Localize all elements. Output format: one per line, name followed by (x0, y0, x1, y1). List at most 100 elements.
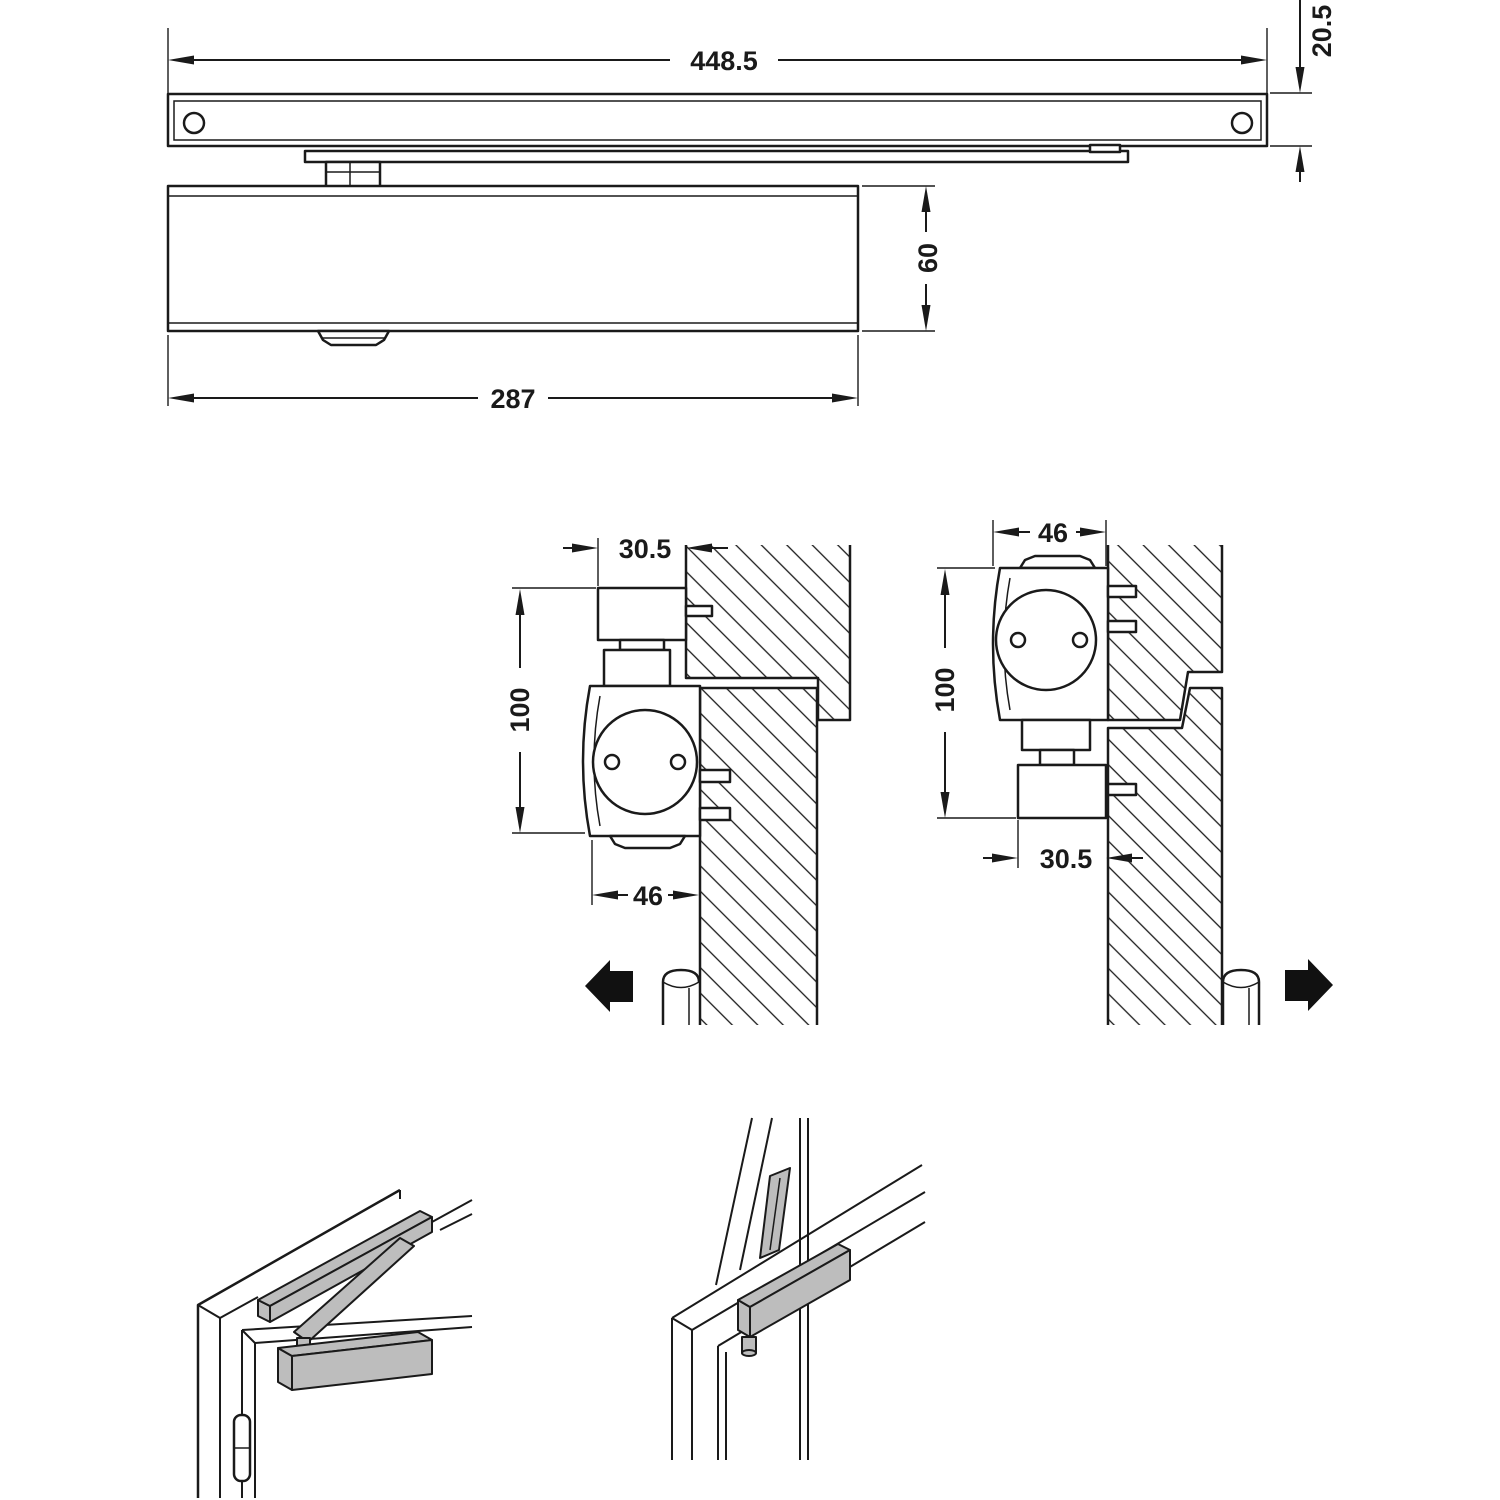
body-height-label: 60 (913, 243, 943, 273)
dimension-arrow-down (515, 807, 525, 833)
dimension-arrow-left (168, 55, 194, 65)
closer-valve-hole-left (603, 753, 621, 771)
overall-length-label: 448.5 (690, 46, 758, 76)
body-screw-lower (1106, 619, 1138, 634)
slide-arm-shoe (1088, 143, 1122, 154)
slide-rail-block (1016, 763, 1108, 820)
arm-shaft (1020, 718, 1092, 752)
closer-valve-hole-left (1009, 631, 1027, 649)
closer-top-pivot (1018, 554, 1097, 570)
frame-head-back-edge (431, 1199, 473, 1223)
arrow-right-icon (1285, 959, 1333, 1011)
frame-head-inner-edge (219, 1296, 259, 1319)
right-body-depth-label: 46 (1038, 518, 1068, 548)
closer-pivot-cap (741, 1349, 757, 1357)
hinge-outline (661, 968, 701, 1025)
dimension-arrow-right (673, 890, 699, 900)
frame-head-back-edge-2 (439, 1213, 473, 1231)
slide-rail (166, 92, 1269, 148)
slide-arm-body (303, 149, 1130, 164)
door-section-outline (1106, 686, 1224, 1025)
closer-valve-hole-right (1071, 631, 1089, 649)
section-right: 46 100 30.5 (930, 518, 1333, 1025)
frame-section-hatch (686, 545, 850, 720)
body-length-label: 287 (490, 384, 535, 414)
arrow-left-icon (585, 960, 633, 1012)
dimension-arrow-down (1295, 67, 1305, 93)
dimension-arrow-left (592, 890, 618, 900)
dimension-arrow-up (515, 589, 525, 615)
door-top-inner-edge (254, 1326, 473, 1344)
body-screw-upper (698, 768, 732, 784)
rail-screw (1106, 782, 1138, 797)
right-height-label: 100 (930, 667, 960, 712)
dimension-arrow-right (992, 853, 1018, 863)
closer-body-front-face (749, 1249, 851, 1338)
door-section-hatch (700, 688, 817, 1025)
dimension-arrow-right (1080, 527, 1106, 537)
section-left: 30.5 100 46 (505, 534, 852, 1025)
door-hinge-right (1221, 968, 1261, 1025)
iso-view-right (671, 1117, 926, 1460)
dimension-arrow-right (832, 393, 858, 403)
slide-arm (303, 143, 1130, 189)
arm-shaft-collar (1038, 748, 1076, 767)
dimension-arrow-left (993, 527, 1019, 537)
dimension-arrow-up (1295, 146, 1305, 172)
dimension-body-height: 60 (862, 185, 943, 332)
hinge-top-ellipse (1222, 981, 1260, 989)
slide-rail-front-face (269, 1216, 433, 1323)
door-section-hatch (1108, 688, 1222, 1025)
body-screw-upper (1106, 584, 1138, 599)
dimension-rail-height: 20.5 (1270, 0, 1337, 182)
left-height-label: 100 (505, 687, 535, 732)
dimension-arrow-down (921, 305, 931, 331)
hinge-top-ellipse (662, 981, 700, 989)
dimension-overall-length: 448.5 (167, 28, 1268, 94)
rail-screw (684, 604, 714, 618)
left-rail-depth-label: 30.5 (619, 534, 672, 564)
rail-mounting-hole-left (182, 111, 206, 135)
rail-height-label: 20.5 (1307, 5, 1337, 58)
door-hinge-left (661, 968, 701, 1025)
frame-inner-edge (197, 1304, 221, 1498)
slide-rail-block (596, 586, 688, 642)
iso-view-left (196, 1188, 473, 1498)
rail-mounting-hole-right (1230, 111, 1254, 135)
dimension-right-height: 100 (930, 567, 1016, 819)
open-door-inner-edge (739, 1117, 773, 1271)
right-rail-depth-label: 30.5 (1040, 844, 1093, 874)
top-view: 448.5 20.5 (166, 0, 1337, 414)
door-section-outline (698, 686, 819, 1025)
closer-body-front (166, 184, 860, 347)
closer-body-front-face (291, 1339, 433, 1391)
dimension-arrow-left (168, 393, 194, 403)
frame-head-corner (671, 1317, 693, 1331)
door-slide-rail-groove (769, 1177, 781, 1251)
open-door-outer-edge (715, 1117, 753, 1286)
door-corner-edge (241, 1329, 256, 1344)
dimension-arrow-up (921, 186, 931, 212)
closer-valve-disc (994, 588, 1098, 692)
arm-shaft (602, 648, 672, 688)
frame-head-outer-edge (671, 1164, 923, 1319)
body-screw-lower (698, 806, 732, 822)
dimension-left-body-depth: 46 (591, 840, 699, 911)
dimension-left-rail-depth: 30.5 (563, 534, 728, 586)
door-top-edge (241, 1315, 473, 1331)
dimension-arrow-up (940, 569, 950, 595)
dimension-arrow-down (940, 792, 950, 818)
arm-pivot-shaft (324, 160, 382, 189)
closer-valve-disc (591, 708, 699, 816)
left-body-depth-label: 46 (633, 881, 663, 911)
arm-shaft-collar (618, 638, 666, 652)
closer-bottom-pivot (608, 834, 687, 850)
dimension-right-body-depth: 46 (992, 518, 1107, 566)
closer-body-housing (166, 184, 860, 333)
slide-rail-body (166, 92, 1269, 148)
dimension-arrow-left (686, 543, 712, 553)
dimension-right-rail-depth: 30.5 (983, 820, 1143, 874)
hinge-outline (1221, 968, 1261, 1025)
slide-rail-inner-edge (173, 100, 1262, 141)
dimension-left-height: 100 (505, 587, 596, 834)
